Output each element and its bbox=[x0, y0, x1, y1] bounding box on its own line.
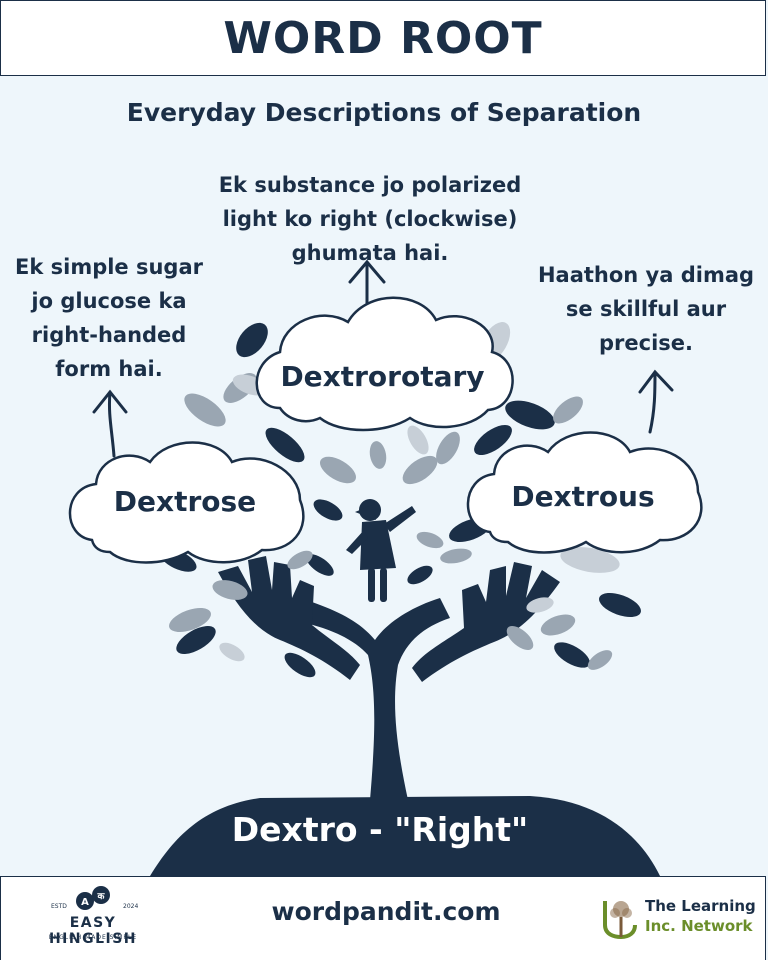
speech-bubble-icon: A क bbox=[76, 886, 110, 910]
grey-leaves bbox=[169, 373, 613, 670]
cloud-left bbox=[68, 441, 305, 564]
estd-year: 2024 bbox=[123, 903, 139, 910]
network-name-line1: The Learning bbox=[645, 897, 756, 915]
description-top: Ek substance jo polarized light ko right… bbox=[218, 173, 522, 265]
brand-tagline: ENGLISH MADE SIMPLE bbox=[48, 934, 138, 941]
description-right: Haathon ya dimag se skillful aur precise… bbox=[537, 263, 755, 355]
title-banner: WORD ROOT bbox=[0, 0, 766, 76]
cloud-top bbox=[255, 296, 514, 432]
clouds bbox=[68, 296, 703, 564]
arrow-right bbox=[638, 369, 674, 434]
page-title: WORD ROOT bbox=[223, 12, 543, 64]
tree-trunk bbox=[300, 598, 450, 800]
word-dextrorotary: Dextrorotary bbox=[280, 360, 485, 393]
child-figure bbox=[346, 499, 416, 602]
arrows bbox=[92, 259, 674, 458]
description-left: Ek simple sugar jo glucose ka right-hand… bbox=[15, 255, 203, 381]
learning-inc-logo: The Learning Inc. Network bbox=[599, 895, 759, 945]
left-hand bbox=[218, 556, 360, 680]
arrow-top bbox=[348, 259, 386, 310]
right-hand bbox=[412, 562, 560, 682]
subtitle: Everyday Descriptions of Separation bbox=[126, 98, 642, 127]
root-label: Dextro - "Right" bbox=[231, 810, 529, 849]
brand-name: EASY HINGLISH bbox=[48, 915, 138, 947]
cloud-right bbox=[466, 431, 703, 554]
estd-label: ESTD bbox=[51, 903, 67, 910]
glyph-k: क bbox=[97, 892, 106, 902]
word-dextrose: Dextrose bbox=[113, 485, 257, 518]
word-dextrous: Dextrous bbox=[511, 480, 655, 513]
arrow-left bbox=[92, 389, 128, 458]
footer: A क ESTD 2024 EASY HINGLISH ENGLISH MADE… bbox=[0, 876, 766, 960]
dark-leaves bbox=[159, 322, 641, 678]
network-name-line2: Inc. Network bbox=[645, 917, 753, 935]
tree-logo-icon bbox=[603, 901, 637, 940]
glyph-a: A bbox=[81, 897, 89, 908]
website-link[interactable]: wordpandit.com bbox=[271, 897, 501, 926]
ground-base bbox=[150, 796, 660, 876]
tree-illustration bbox=[68, 259, 703, 876]
easy-hinglish-logo: A क ESTD 2024 EASY HINGLISH ENGLISH MADE… bbox=[23, 879, 163, 957]
